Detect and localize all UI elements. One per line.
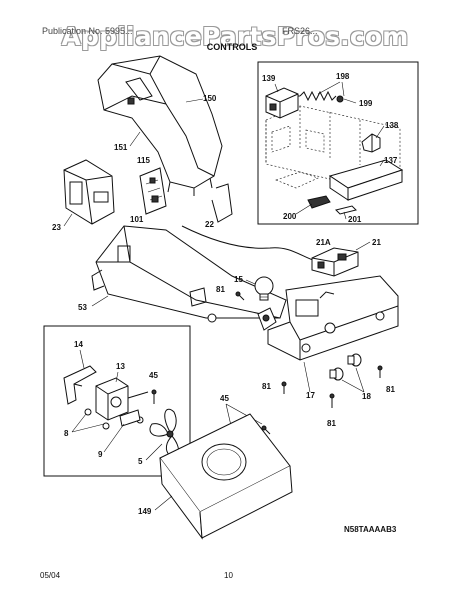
leader-14 (79, 349, 85, 369)
inset-leader-lines (274, 81, 385, 220)
leader-149 (154, 495, 173, 511)
part-150-151-duct (97, 55, 223, 196)
label-115: 23 (52, 223, 61, 232)
part-22-wire (181, 183, 319, 263)
label-45-a: 45 (149, 371, 158, 380)
part-13-fan-motor (95, 377, 149, 421)
label-81-c: 81 (327, 419, 336, 428)
label-201: 201 (348, 215, 362, 224)
part-200-lever (307, 195, 331, 209)
part-5-fan-blade (149, 408, 179, 458)
publication-number: Publication No. 5995... (42, 26, 133, 36)
leader-21 (355, 241, 371, 251)
leader-115 (63, 213, 73, 227)
label-8: 8 (64, 429, 69, 438)
label-81-b: 81 (262, 382, 271, 391)
leader-15 (245, 279, 256, 285)
label-101: 101 (130, 215, 144, 224)
part-81-screws (235, 291, 383, 408)
model-number: FRS26... (282, 26, 318, 36)
label-199: 199 (359, 99, 373, 108)
label-15: 15 (234, 275, 243, 284)
part-198-spring (298, 90, 337, 102)
footer-date: 05/04 (40, 571, 61, 580)
fan-motor-frame (43, 325, 191, 477)
duct-leaders (129, 98, 204, 147)
part-137-actuator (328, 159, 404, 201)
label-21A: 21A (316, 238, 331, 247)
inset-frame (257, 61, 419, 225)
label-23: 115 (137, 156, 150, 165)
leader-13 (115, 371, 119, 383)
label-151: 151 (114, 143, 128, 152)
drawing-code: N58TAAAAB3 (344, 525, 397, 534)
leader-8 (71, 413, 105, 433)
leader-18 (341, 367, 365, 393)
leader-5 (145, 443, 163, 461)
label-13: 13 (116, 362, 125, 371)
part-9-bracket (119, 409, 141, 427)
part-138-bracket (361, 133, 381, 153)
part-14-bracket (63, 365, 97, 405)
leader-17 (303, 361, 311, 393)
part-23-control-board (139, 167, 167, 215)
label-81-a: 81 (216, 285, 225, 294)
label-21: 21 (372, 238, 381, 247)
label-18: 18 (362, 392, 371, 401)
label-14: 14 (74, 340, 83, 349)
label-9: 9 (98, 450, 103, 459)
label-81-d: 81 (386, 385, 395, 394)
part-18-knobs (329, 353, 362, 381)
label-150: 150 (203, 94, 217, 103)
part-149-fan-shroud (159, 413, 293, 540)
part-21-switch (311, 247, 359, 277)
label-137: 137 (384, 156, 398, 165)
label-139: 139 (262, 74, 276, 83)
part-201-pad (335, 205, 357, 215)
label-200: 200 (283, 212, 297, 221)
label-53: 53 (78, 303, 87, 312)
part-16-socket (257, 307, 277, 331)
part-15-lamp (254, 276, 274, 301)
leader-53 (91, 295, 109, 307)
label-17: 17 (306, 391, 315, 400)
leader-9 (103, 423, 125, 453)
label-198: 198 (336, 72, 350, 81)
label-5: 5 (138, 457, 143, 466)
part-17-control-housing (267, 275, 399, 361)
label-149: 149 (138, 507, 152, 516)
part-53-chassis (91, 225, 287, 323)
part-199-screw (336, 95, 344, 103)
footer-page-number: 10 (224, 571, 233, 580)
label-138: 138 (385, 121, 399, 130)
section-title: CONTROLS (206, 42, 258, 52)
part-139-switch (265, 87, 299, 119)
label-22: 22 (205, 220, 214, 229)
part-115-housing (63, 159, 115, 225)
label-45-b: 45 (220, 394, 229, 403)
